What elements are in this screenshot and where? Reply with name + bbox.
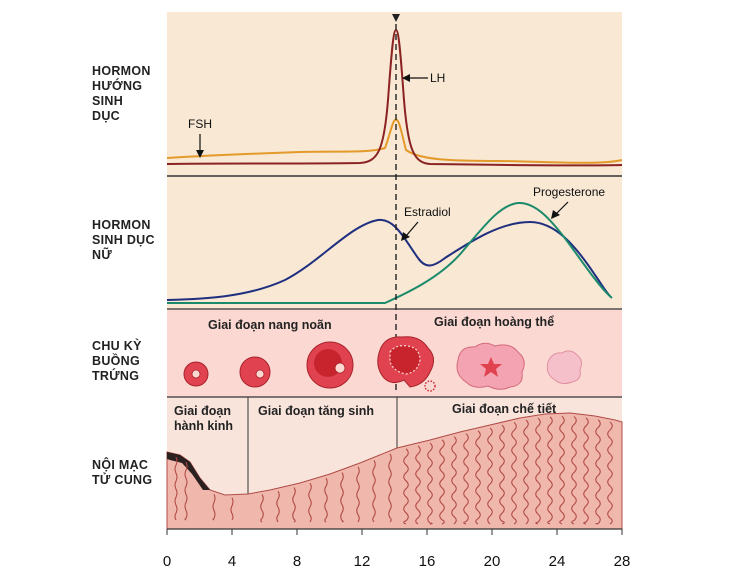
- secretory-gland: [547, 416, 553, 525]
- hormone-panel-bg: [167, 12, 622, 309]
- row-label-line: HORMON: [92, 218, 151, 232]
- proliferative-gland: [324, 477, 328, 523]
- row-label-gonadotropic-hormones: HORMON HƯỚNG SINH DỤC: [92, 64, 151, 124]
- menstrual-shedding: [167, 452, 210, 490]
- lh-label: LH: [430, 71, 445, 85]
- ovarian-follicles: [183, 336, 582, 392]
- secretory-gland: [559, 415, 565, 525]
- menstrual-phase-label-line2: hành kinh: [174, 419, 233, 433]
- secretory-gland: [535, 417, 541, 525]
- follicular-phase-label: Giai đoạn nang noãn: [208, 318, 332, 332]
- secretory-gland: [583, 417, 589, 525]
- endometrial-glands: [174, 415, 613, 525]
- proliferative-phase-label: Giai đoạn tăng sinh: [258, 404, 374, 418]
- row-label-line: HƯỚNG: [92, 79, 143, 93]
- x-tick-label: 8: [293, 553, 301, 570]
- menstrual-gland: [184, 461, 188, 521]
- row-label-line: CHU KỲ: [92, 339, 142, 353]
- row-label-line: TỬ CUNG: [92, 473, 153, 487]
- proliferative-gland: [340, 472, 344, 523]
- row-label-female-sex-hormones: HORMON SINH DỤC NỮ: [92, 218, 155, 263]
- corpus-luteum-core-icon: [480, 357, 502, 377]
- secretory-gland: [523, 419, 529, 525]
- row-label-line: BUỒNG: [92, 354, 141, 368]
- x-tick-label: 20: [484, 553, 501, 570]
- x-tick-label: 0: [163, 553, 171, 570]
- menstrual-gland: [174, 456, 178, 521]
- estradiol-arrow-icon: [401, 232, 410, 241]
- progesterone-label: Progesterone: [533, 185, 605, 199]
- progesterone-arrow-icon: [551, 210, 560, 219]
- secretory-gland: [511, 421, 517, 525]
- secretory-gland: [451, 436, 457, 525]
- proliferative-gland: [372, 460, 376, 523]
- lh-arrow-icon: [402, 74, 410, 82]
- corpus-albicans: [546, 350, 582, 385]
- secretory-gland: [403, 448, 409, 525]
- proliferative-gland: [388, 453, 392, 523]
- row-label-line: NỮ: [92, 248, 112, 262]
- fsh-label: FSH: [188, 117, 212, 131]
- x-tick-label: 28: [614, 553, 631, 570]
- x-tick-label: 16: [419, 553, 436, 570]
- row-label-line: NỘI MẠC: [92, 458, 149, 472]
- row-label-line: TRỨNG: [92, 369, 140, 383]
- estradiol-curve: [166, 218, 611, 301]
- proliferative-gland: [308, 482, 312, 523]
- secretory-gland: [415, 445, 421, 525]
- growing-follicle: [239, 356, 271, 388]
- row-label-line: SINH DỤC: [92, 233, 155, 247]
- row-label-line: SINH: [92, 94, 124, 108]
- x-tick-label: 12: [354, 553, 371, 570]
- x-axis-ticks: 0 4 8 12 16 20 24 28: [163, 529, 631, 570]
- row-label-line: DỤC: [92, 109, 120, 123]
- ovulating-follicle-cavity: [389, 345, 421, 375]
- proliferative-gland: [292, 487, 296, 523]
- growing-follicle-oocyte: [255, 369, 265, 379]
- secretory-gland: [427, 442, 433, 525]
- row-label-endometrium: NỘI MẠC TỬ CUNG: [92, 458, 152, 488]
- secretory-phase-label: Giai đoạn chế tiết: [452, 402, 557, 416]
- x-tick-label: 24: [549, 553, 566, 570]
- proliferative-gland: [356, 466, 360, 523]
- secretory-gland: [607, 421, 613, 525]
- secretory-gland: [475, 430, 481, 525]
- progesterone-pointer: [555, 201, 569, 215]
- released-oocyte: [424, 380, 436, 392]
- antral-follicle-oocyte: [334, 362, 346, 374]
- estradiol-label: Estradiol: [404, 205, 451, 219]
- ovulation-arrow-icon: [392, 14, 400, 22]
- fsh-arrow-icon: [196, 150, 204, 158]
- secretory-gland: [487, 427, 493, 525]
- x-tick-label: 4: [228, 553, 236, 570]
- secretory-gland: [499, 424, 505, 525]
- secretory-gland: [439, 439, 445, 525]
- proliferative-gland: [260, 494, 264, 523]
- row-label-ovarian-cycle: CHU KỲ BUỒNG TRỨNG: [92, 339, 142, 384]
- estradiol-pointer: [405, 221, 419, 237]
- secretory-gland: [595, 419, 601, 525]
- secretory-gland: [463, 433, 469, 525]
- luteal-phase-label: Giai đoạn hoàng thể: [434, 315, 554, 329]
- row-label-line: HORMON: [92, 64, 151, 78]
- menstrual-phase-label-line1: Giai đoạn: [174, 404, 231, 418]
- secretory-gland: [571, 416, 577, 525]
- primary-follicle-oocyte: [191, 369, 201, 379]
- proliferative-gland: [276, 490, 280, 523]
- lh-curve: [166, 28, 623, 167]
- progesterone-curve: [167, 201, 613, 304]
- menstrual-gland: [230, 497, 234, 521]
- menstrual-gland: [212, 494, 216, 521]
